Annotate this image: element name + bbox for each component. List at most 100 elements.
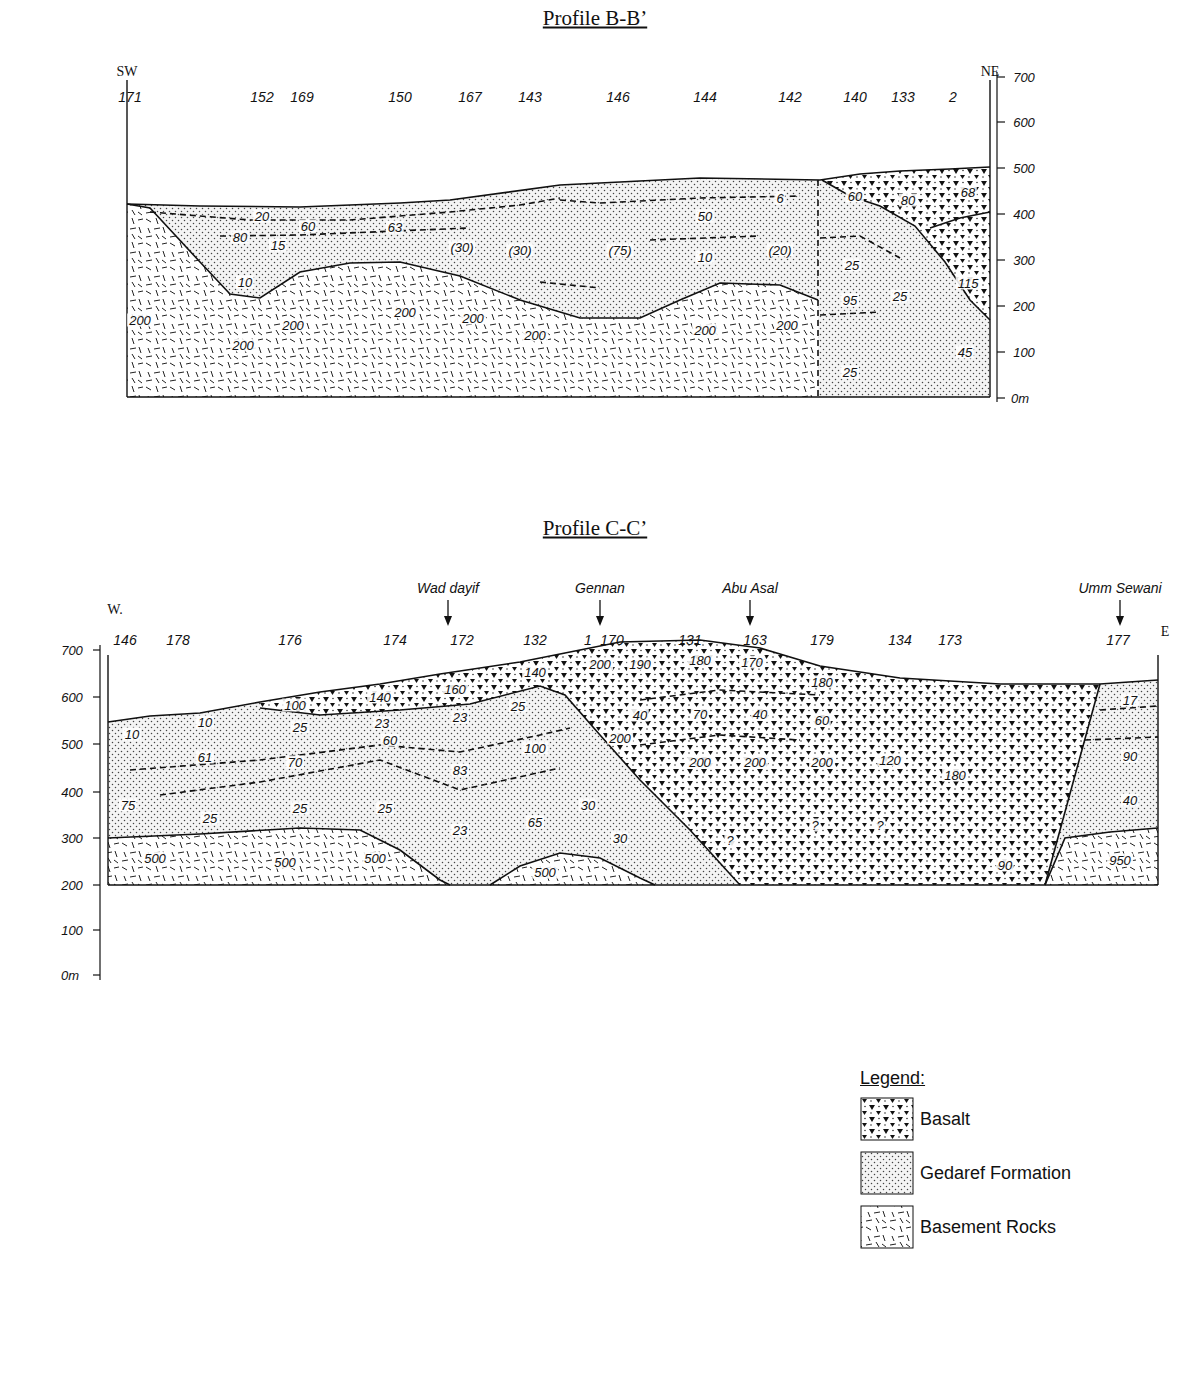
legend-swatch <box>861 1206 913 1248</box>
basalt <box>822 167 990 320</box>
direction-label: SW <box>117 65 138 79</box>
place-name: Wad dayif <box>417 581 479 595</box>
resistivity-value: 170 <box>739 656 765 669</box>
layer-boundary <box>220 228 470 236</box>
resistivity-value: 25 <box>201 812 219 825</box>
resistivity-value: 500 <box>272 856 298 869</box>
layer-boundary <box>1085 737 1158 740</box>
resistivity-value: 90 <box>996 859 1014 872</box>
station-number: 144 <box>693 90 716 104</box>
layer-boundary <box>130 728 570 770</box>
resistivity-value: 25 <box>509 700 527 713</box>
basalt-contact <box>822 180 990 320</box>
legend-heading: Legend: <box>860 1069 925 1087</box>
layer-boundary <box>820 236 900 258</box>
place-name: Abu Asal <box>722 581 778 595</box>
elevation-label: 600 <box>1012 116 1036 129</box>
station-number: 177 <box>1106 633 1129 647</box>
station-number: 134 <box>888 633 911 647</box>
resistivity-value: 40 <box>751 708 769 721</box>
station-number: 142 <box>778 90 801 104</box>
basement-rocks <box>127 204 818 397</box>
place-name: Umm Sewani <box>1078 581 1161 595</box>
resistivity-value: 200 <box>809 756 835 769</box>
resistivity-value: 70 <box>691 708 709 721</box>
resistivity-value: 160 <box>442 683 468 696</box>
resistivity-value: 65 <box>526 816 544 829</box>
resistivity-value: 68 <box>959 186 977 199</box>
station-number: 143 <box>518 90 541 104</box>
resistivity-value: 45 <box>956 346 974 359</box>
layer-boundary <box>640 690 820 700</box>
resistivity-value: 200 <box>280 319 306 332</box>
legend-text: Gedaref Formation <box>920 1164 1071 1182</box>
resistivity-value: (30) <box>448 241 475 254</box>
basement-contact <box>108 828 450 885</box>
elevation-label: 500 <box>60 738 84 751</box>
resistivity-value: 10 <box>236 276 254 289</box>
resistivity-value: 25 <box>841 366 859 379</box>
station-number: 171 <box>118 90 141 104</box>
station-number: 163 <box>743 633 766 647</box>
resistivity-value: 200 <box>522 329 548 342</box>
arrow-head <box>596 616 604 626</box>
arrow-head <box>1116 616 1124 626</box>
legend-text: Basement Rocks <box>920 1218 1056 1236</box>
station-number: 131 <box>678 633 701 647</box>
station-number: 179 <box>810 633 833 647</box>
elevation-label: 400 <box>1012 208 1036 221</box>
layer-boundary <box>560 196 800 203</box>
resistivity-value: (75) <box>606 244 633 257</box>
resistivity-value: 17 <box>1121 694 1139 707</box>
basalt-contact <box>930 212 990 228</box>
elevation-label: 0m <box>60 969 80 982</box>
profile-base <box>127 396 990 397</box>
basement-rocks <box>1045 828 1158 885</box>
resistivity-value: 200 <box>392 306 418 319</box>
gedaref-formation <box>127 167 990 397</box>
axis-tick <box>93 791 100 792</box>
resistivity-value: 25 <box>291 721 309 734</box>
elevation-label: 300 <box>60 832 84 845</box>
direction-label: W. <box>107 603 122 617</box>
resistivity-value: 61 <box>196 751 214 764</box>
basement-rocks <box>490 853 655 885</box>
axis-tick <box>93 884 100 885</box>
resistivity-value: (20) <box>766 244 793 257</box>
resistivity-value: 83 <box>451 764 469 777</box>
resistivity-value: 63 <box>386 221 404 234</box>
profile-base <box>108 884 1158 885</box>
station-number: 170 <box>600 633 623 647</box>
resistivity-value: 200 <box>742 756 768 769</box>
resistivity-value: 80 <box>231 231 249 244</box>
axis-tick <box>93 974 100 975</box>
resistivity-value: 140 <box>367 691 393 704</box>
resistivity-value: 190 <box>627 658 653 671</box>
resistivity-value: 30 <box>579 799 597 812</box>
station-number: 176 <box>278 633 301 647</box>
elevation-label: 700 <box>60 644 84 657</box>
profile-edge <box>126 80 127 397</box>
legend-swatch <box>861 1098 913 1140</box>
resistivity-value: 20 <box>253 210 271 223</box>
elevation-label: 500 <box>1012 162 1036 175</box>
elevation-label: 700 <box>1012 71 1036 84</box>
basalt-contact <box>1045 684 1100 885</box>
layer-boundary <box>640 735 800 745</box>
station-number: 146 <box>606 90 629 104</box>
resistivity-value: 30 <box>611 832 629 845</box>
layer-boundary <box>150 198 560 220</box>
resistivity-value: 23 <box>373 717 391 730</box>
layer-boundary <box>540 282 600 288</box>
arrow-head <box>746 616 754 626</box>
station-number: 167 <box>458 90 481 104</box>
station-number: 133 <box>891 90 914 104</box>
station-number: 1 <box>584 633 592 647</box>
resistivity-value: 10 <box>196 716 214 729</box>
elevation-label: 0m <box>1010 392 1030 405</box>
resistivity-value: 60 <box>381 734 399 747</box>
resistivity-value: 200 <box>230 339 256 352</box>
resistivity-value: 180 <box>809 676 835 689</box>
resistivity-value: ? <box>874 819 885 832</box>
profile-edge <box>107 655 108 885</box>
